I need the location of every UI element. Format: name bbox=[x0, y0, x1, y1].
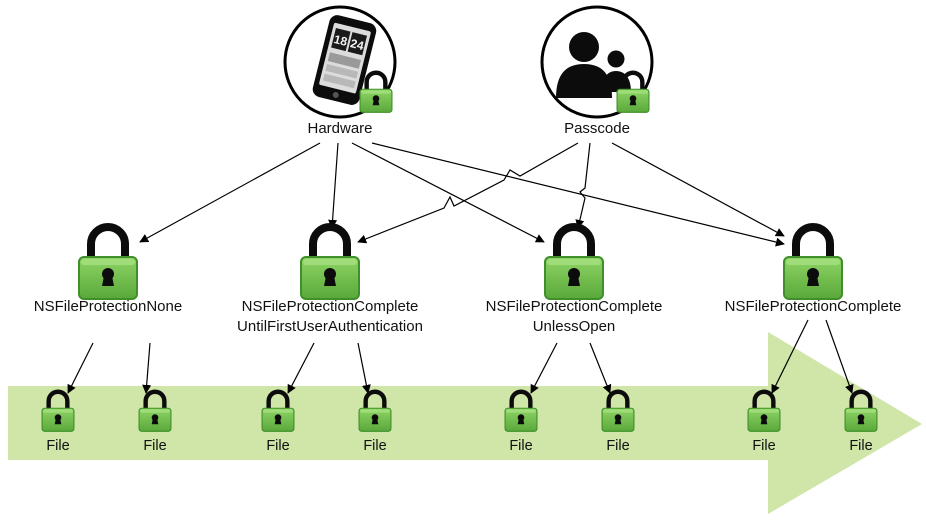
file-lock-icon bbox=[358, 389, 392, 432]
file-lock-icon bbox=[41, 389, 75, 432]
file-node: File bbox=[844, 389, 878, 454]
file-node: File bbox=[747, 389, 781, 454]
file-lock-icon bbox=[504, 389, 538, 432]
file-lock-icon bbox=[601, 389, 635, 432]
edge-arrow bbox=[287, 342, 315, 394]
class-node-unless-open: NSFileProtectionComplete UnlessOpen bbox=[486, 223, 663, 335]
edge-arrow bbox=[351, 142, 545, 243]
passcode-lock-icon bbox=[616, 70, 650, 113]
edge-arrow bbox=[357, 142, 579, 244]
class-until-first-auth-label-line2: UntilFirstUserAuthentication bbox=[237, 318, 423, 335]
class-node-until-first-auth: NSFileProtectionComplete UntilFirstUserA… bbox=[237, 223, 423, 335]
file-label: File bbox=[752, 438, 775, 454]
file-lock-icon bbox=[138, 389, 172, 432]
edge-arrow bbox=[139, 142, 321, 243]
file-node: File bbox=[504, 389, 538, 454]
class-node-complete: NSFileProtectionComplete bbox=[725, 223, 902, 315]
edge-arrow bbox=[589, 342, 612, 394]
file-node: File bbox=[138, 389, 172, 454]
file-label: File bbox=[143, 438, 166, 454]
file-label: File bbox=[266, 438, 289, 454]
edge-arrow bbox=[530, 342, 558, 394]
class-node-none: NSFileProtectionNone bbox=[34, 223, 182, 315]
class-unless-open-label-line1: NSFileProtectionComplete bbox=[486, 298, 663, 315]
edge-arrow bbox=[611, 142, 785, 237]
file-node: File bbox=[358, 389, 392, 454]
file-lock-icon bbox=[747, 389, 781, 432]
edge-arrow bbox=[771, 319, 809, 394]
class-until-first-auth-label-line1: NSFileProtectionComplete bbox=[242, 298, 419, 315]
file-lock-icon bbox=[261, 389, 295, 432]
edges-layer bbox=[67, 142, 854, 394]
class-until-first-auth-lock-icon bbox=[300, 223, 360, 300]
file-label: File bbox=[849, 438, 872, 454]
file-label: File bbox=[363, 438, 386, 454]
edge-arrow bbox=[67, 342, 94, 394]
file-nodes: File File File File File File File File bbox=[41, 389, 878, 454]
edge-arrow bbox=[825, 319, 854, 394]
class-none-lock-icon bbox=[78, 223, 138, 300]
file-lock-icon bbox=[844, 389, 878, 432]
timeline-arrow-band bbox=[8, 332, 922, 514]
file-label: File bbox=[509, 438, 532, 454]
phone-clock-minute: 24 bbox=[349, 36, 366, 53]
passcode-node: Passcode bbox=[540, 5, 654, 137]
file-node: File bbox=[601, 389, 635, 454]
edge-arrow bbox=[575, 142, 591, 229]
phone-clock-hour: 18 bbox=[332, 32, 349, 49]
file-label: File bbox=[606, 438, 629, 454]
smartphone-icon: 18 24 bbox=[312, 15, 377, 105]
file-node: File bbox=[41, 389, 75, 454]
edge-arrow bbox=[371, 142, 785, 247]
file-label: File bbox=[46, 438, 69, 454]
edge-arrow bbox=[357, 342, 371, 394]
hardware-node: 18 24 Hardware bbox=[283, 5, 397, 137]
class-unless-open-label-line2: UnlessOpen bbox=[533, 318, 616, 335]
class-none-label: NSFileProtectionNone bbox=[34, 298, 182, 315]
class-unless-open-lock-icon bbox=[544, 223, 604, 300]
class-complete-lock-icon bbox=[783, 223, 843, 300]
hardware-lock-icon bbox=[359, 70, 393, 113]
edge-arrow bbox=[142, 342, 152, 394]
file-node: File bbox=[261, 389, 295, 454]
passcode-label: Passcode bbox=[564, 120, 630, 137]
edge-arrow bbox=[328, 142, 339, 229]
hardware-label: Hardware bbox=[307, 120, 372, 137]
class-complete-label: NSFileProtectionComplete bbox=[725, 298, 902, 315]
